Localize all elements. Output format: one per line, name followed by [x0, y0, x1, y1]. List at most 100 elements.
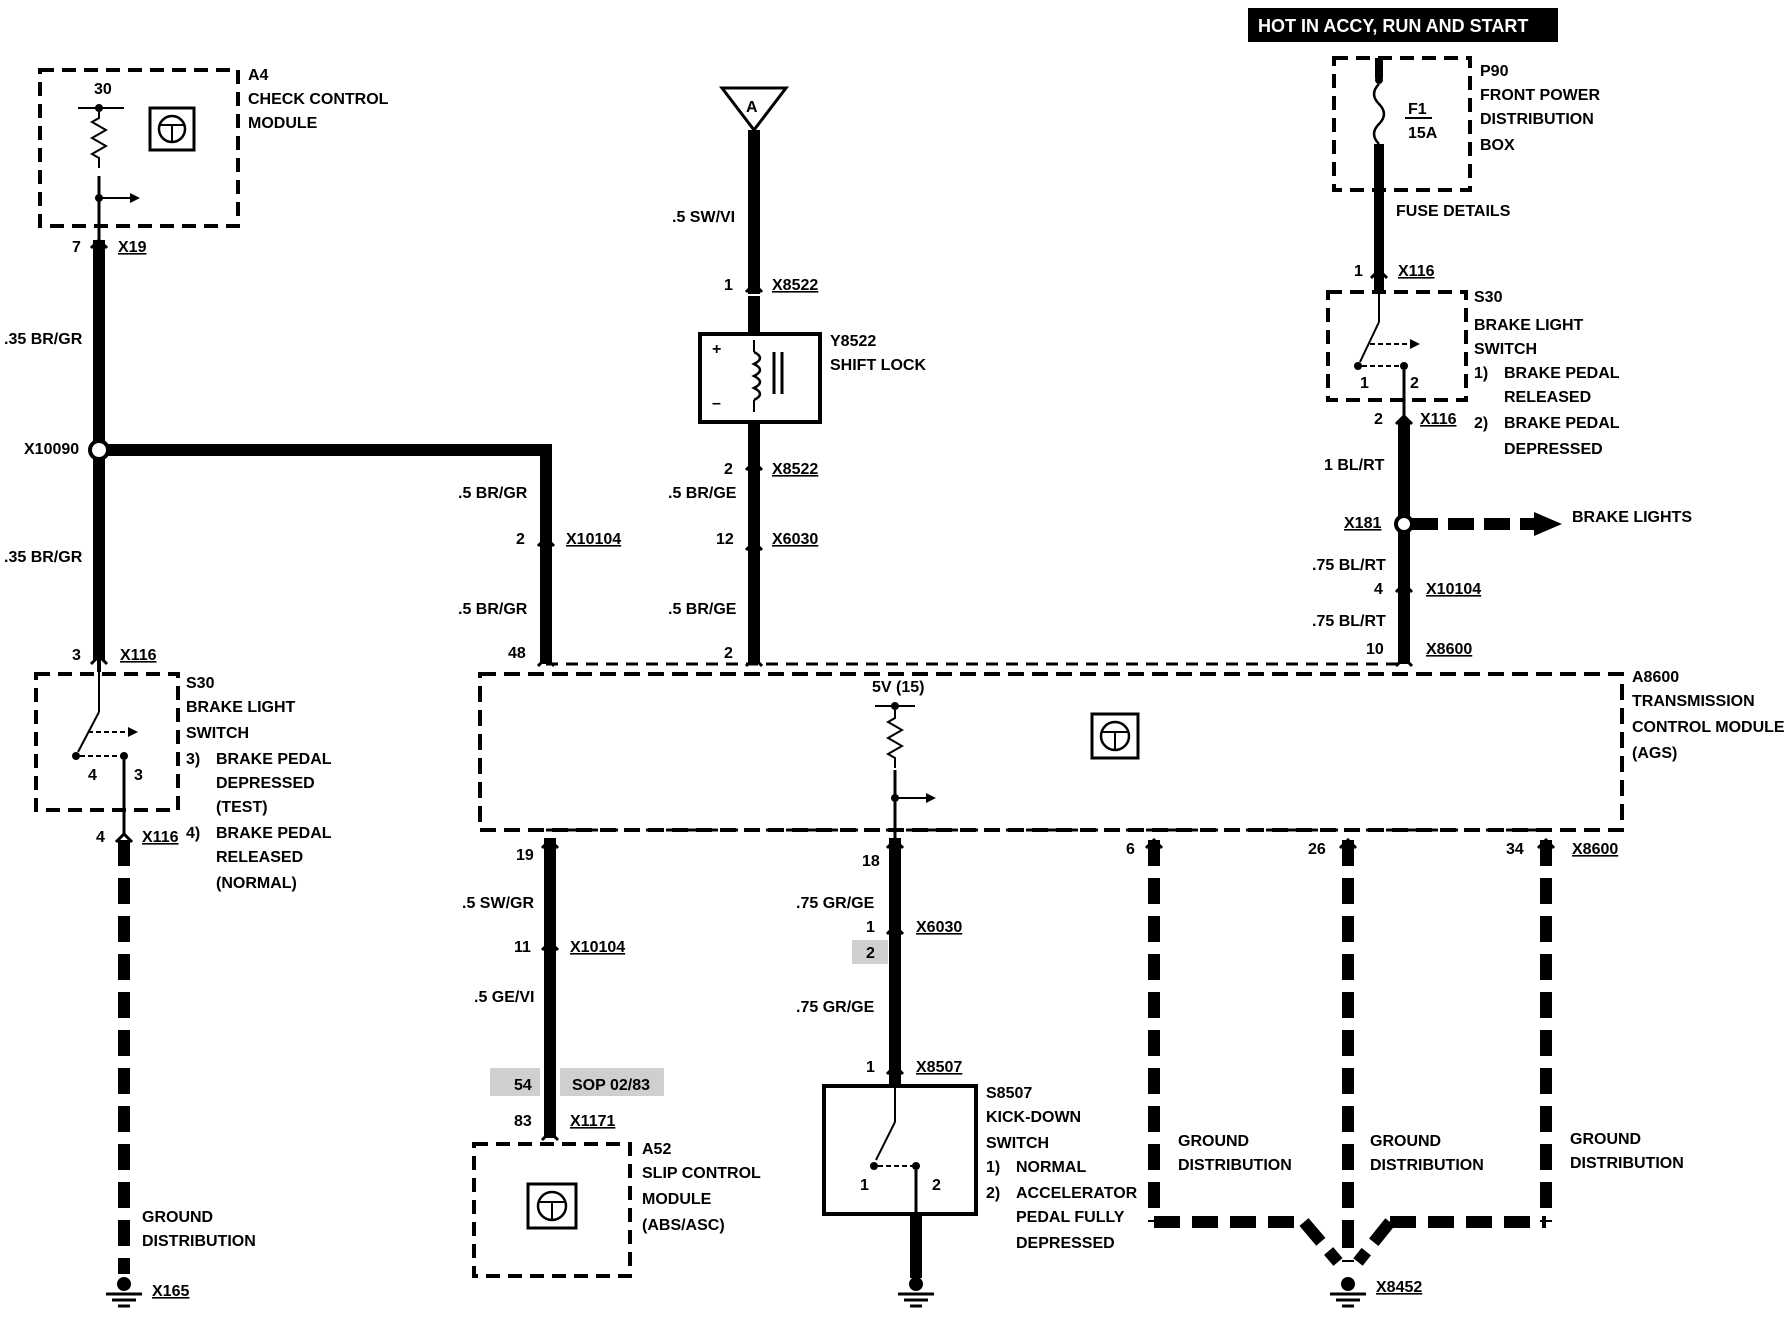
brake-lights-arrow	[1534, 512, 1562, 536]
left-s30-s4c: (NORMAL)	[216, 875, 297, 892]
wire-label-075grge-1: .75 GR/GE	[796, 895, 875, 912]
wire-label-05gevi: .5 GE/VI	[474, 989, 534, 1006]
ground-c-line2: DISTRIBUTION	[1570, 1155, 1684, 1172]
s8507-s1: NORMAL	[1016, 1159, 1086, 1176]
a4-line1: CHECK CONTROL	[248, 91, 389, 108]
left-s30-s3b: DEPRESSED	[216, 775, 315, 792]
tcm-pin-6: 6	[1126, 841, 1135, 858]
tcm-pin-19: 19	[516, 847, 534, 864]
right-ground-icon	[1330, 1277, 1366, 1308]
fuse-box-line2: DISTRIBUTION	[1480, 111, 1594, 128]
x1171-label: X1171	[570, 1113, 615, 1130]
tcm-pin-18: 18	[862, 853, 880, 870]
a52-line2: MODULE	[642, 1191, 712, 1208]
x8600-label-top: X8600	[1426, 641, 1472, 658]
kickdown-cpin-a: 1	[860, 1177, 869, 1194]
x8600-label-bottom: X8600	[1572, 841, 1618, 858]
offpage-a-label: A	[746, 99, 758, 116]
tcm-pin-2: 2	[724, 645, 733, 662]
a4-pin-top: 30	[94, 81, 112, 98]
a52-ref: A52	[642, 1141, 671, 1158]
transmission-control-module	[478, 662, 1624, 846]
right-s30-line2: SWITCH	[1474, 341, 1537, 358]
right-s30-s1a: BRAKE PEDAL	[1504, 365, 1620, 382]
slip-control-module	[472, 1142, 632, 1278]
right-s30-pin-out: 2	[1374, 411, 1383, 428]
s8507-line2: SWITCH	[986, 1135, 1049, 1152]
offpage-connector-a	[718, 86, 790, 133]
right-brake-light-switch	[1326, 290, 1468, 420]
a4-line2: MODULE	[248, 115, 318, 132]
s8507-ref: S8507	[986, 1085, 1032, 1102]
x8522-label-bottom: X8522	[772, 461, 818, 478]
right-s30-pin-in: 1	[1354, 263, 1363, 280]
x8452-label: X8452	[1376, 1279, 1422, 1296]
x8507-pin: 1	[866, 1059, 875, 1076]
wire-label-05brgr-2: .5 BR/GR	[458, 601, 528, 618]
fuse-rating: 15A	[1408, 125, 1438, 142]
right-s30-s1b: RELEASED	[1504, 389, 1591, 406]
fuse-box-line1: FRONT POWER	[1480, 87, 1600, 104]
left-s30-line1: BRAKE LIGHT	[186, 699, 296, 716]
tcm-line2: CONTROL MODULE	[1632, 719, 1785, 736]
fuse-box	[1332, 56, 1472, 292]
tcm-pin-34: 34	[1506, 841, 1524, 858]
wire-label-05brgr-1: .5 BR/GR	[458, 485, 528, 502]
tcm-supply-label: 5V (15)	[872, 679, 924, 696]
wire-label-035brgr-1: .35 BR/GR	[4, 331, 83, 348]
right-s30-cpin-a: 1	[1360, 375, 1369, 392]
left-s30-line2: SWITCH	[186, 725, 249, 742]
a52-line1: SLIP CONTROL	[642, 1165, 761, 1182]
wire-label-035brgr-2: .35 BR/GR	[4, 549, 83, 566]
right-s30-s2a: BRAKE PEDAL	[1504, 415, 1620, 432]
x6030-pin-bot1: 1	[866, 919, 875, 936]
x10104-label-bottom: X10104	[570, 939, 625, 956]
fuse-id: F1	[1408, 101, 1427, 118]
ground-distribution-wires	[1148, 840, 1552, 1266]
hot-banner	[1248, 8, 1558, 42]
wire-label-1blrt: 1 BL/RT	[1324, 457, 1385, 474]
right-s30-conn-in: X116	[1398, 263, 1435, 280]
left-s30-cpin-b: 3	[134, 767, 143, 784]
tcm-pin-10: 10	[1366, 641, 1384, 658]
slip-sop-label: SOP 02/83	[572, 1077, 650, 1094]
ground-a-line2: DISTRIBUTION	[1178, 1157, 1292, 1174]
a4-ref: A4	[248, 67, 269, 84]
left-s30-n4: 4)	[186, 825, 200, 842]
left-s30-s4a: BRAKE PEDAL	[216, 825, 332, 842]
alt-pin-highlight	[490, 1068, 540, 1096]
a4-pin-out: 7	[72, 239, 81, 256]
right-s30-n2: 2)	[1474, 415, 1488, 432]
left-s30-pin-in: 3	[72, 647, 81, 664]
wire-label-05brge-2: .5 BR/GE	[668, 601, 737, 618]
x10104-pin-left: 2	[516, 531, 525, 548]
wire-label-075blrt-1: .75 BL/RT	[1312, 557, 1386, 574]
left-s30-ref: S30	[186, 675, 215, 692]
fuse-details-label: FUSE DETAILS	[1396, 203, 1511, 220]
a52-line3: (ABS/ASC)	[642, 1217, 725, 1234]
x8507-label: X8507	[916, 1059, 962, 1076]
x6030-label-top: X6030	[772, 531, 818, 548]
y8522-ref: Y8522	[830, 333, 876, 350]
right-s30-n1: 1)	[1474, 365, 1488, 382]
x10104-pin-right: 4	[1374, 581, 1383, 598]
ground-b-line1: GROUND	[1370, 1133, 1441, 1150]
s8507-line1: KICK-DOWN	[986, 1109, 1081, 1126]
left-s30-s3c: (TEST)	[216, 799, 268, 816]
x8522-pin2: 2	[724, 461, 733, 478]
x19-label: X19	[118, 239, 147, 256]
left-s30-conn-in: X116	[120, 647, 157, 664]
kickdown-cpin-b: 2	[932, 1177, 941, 1194]
brake-lights-label: BRAKE LIGHTS	[1572, 509, 1692, 526]
x165-label: X165	[152, 1283, 189, 1300]
left-s30-conn-out: X116	[142, 829, 179, 846]
splice-x10090-label: X10090	[24, 441, 79, 458]
sop-highlight	[560, 1068, 664, 1096]
kickdown-switch	[822, 1084, 978, 1308]
left-ground-line1: GROUND	[142, 1209, 213, 1226]
shift-lock-minus: –	[712, 395, 721, 412]
x6030-pin2-highlight	[852, 940, 888, 964]
ground-a-line1: GROUND	[1178, 1133, 1249, 1150]
s8507-n2: 2)	[986, 1185, 1000, 1202]
